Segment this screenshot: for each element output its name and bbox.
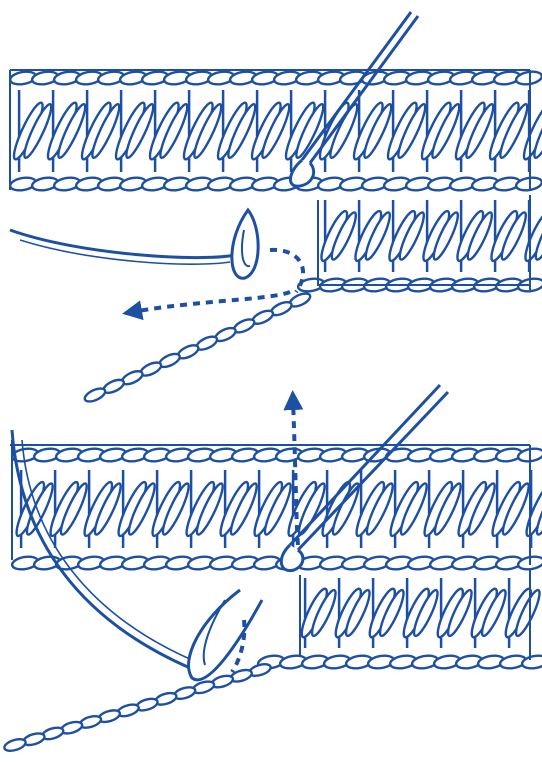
top-chain-row [11, 447, 542, 463]
chain-stitch [515, 70, 542, 86]
working-yarn [12, 430, 190, 668]
chain-stitch [3, 737, 27, 753]
yarn-loop [232, 210, 258, 278]
bottom-chain-row [257, 654, 542, 670]
panel-step-1 [9, 12, 542, 404]
upper-fabric-stitches [10, 90, 542, 172]
working-yarn [10, 230, 235, 258]
lower-fabric-stitches [317, 200, 542, 272]
chain-stitch [515, 176, 542, 192]
panel-step-2 [3, 385, 542, 753]
chain-stitch [83, 386, 107, 404]
top-chain-row [9, 70, 542, 86]
middle-chain-row [9, 176, 542, 192]
crochet-hook [281, 385, 448, 571]
upper-fabric-stitches [12, 470, 542, 548]
yarn-loop [189, 590, 262, 680]
direction-arrow-left [132, 292, 290, 312]
hanging-chain [3, 662, 272, 753]
hanging-chain [83, 291, 312, 404]
middle-chain-row [11, 555, 542, 571]
lower-fabric-stitches [297, 578, 542, 648]
